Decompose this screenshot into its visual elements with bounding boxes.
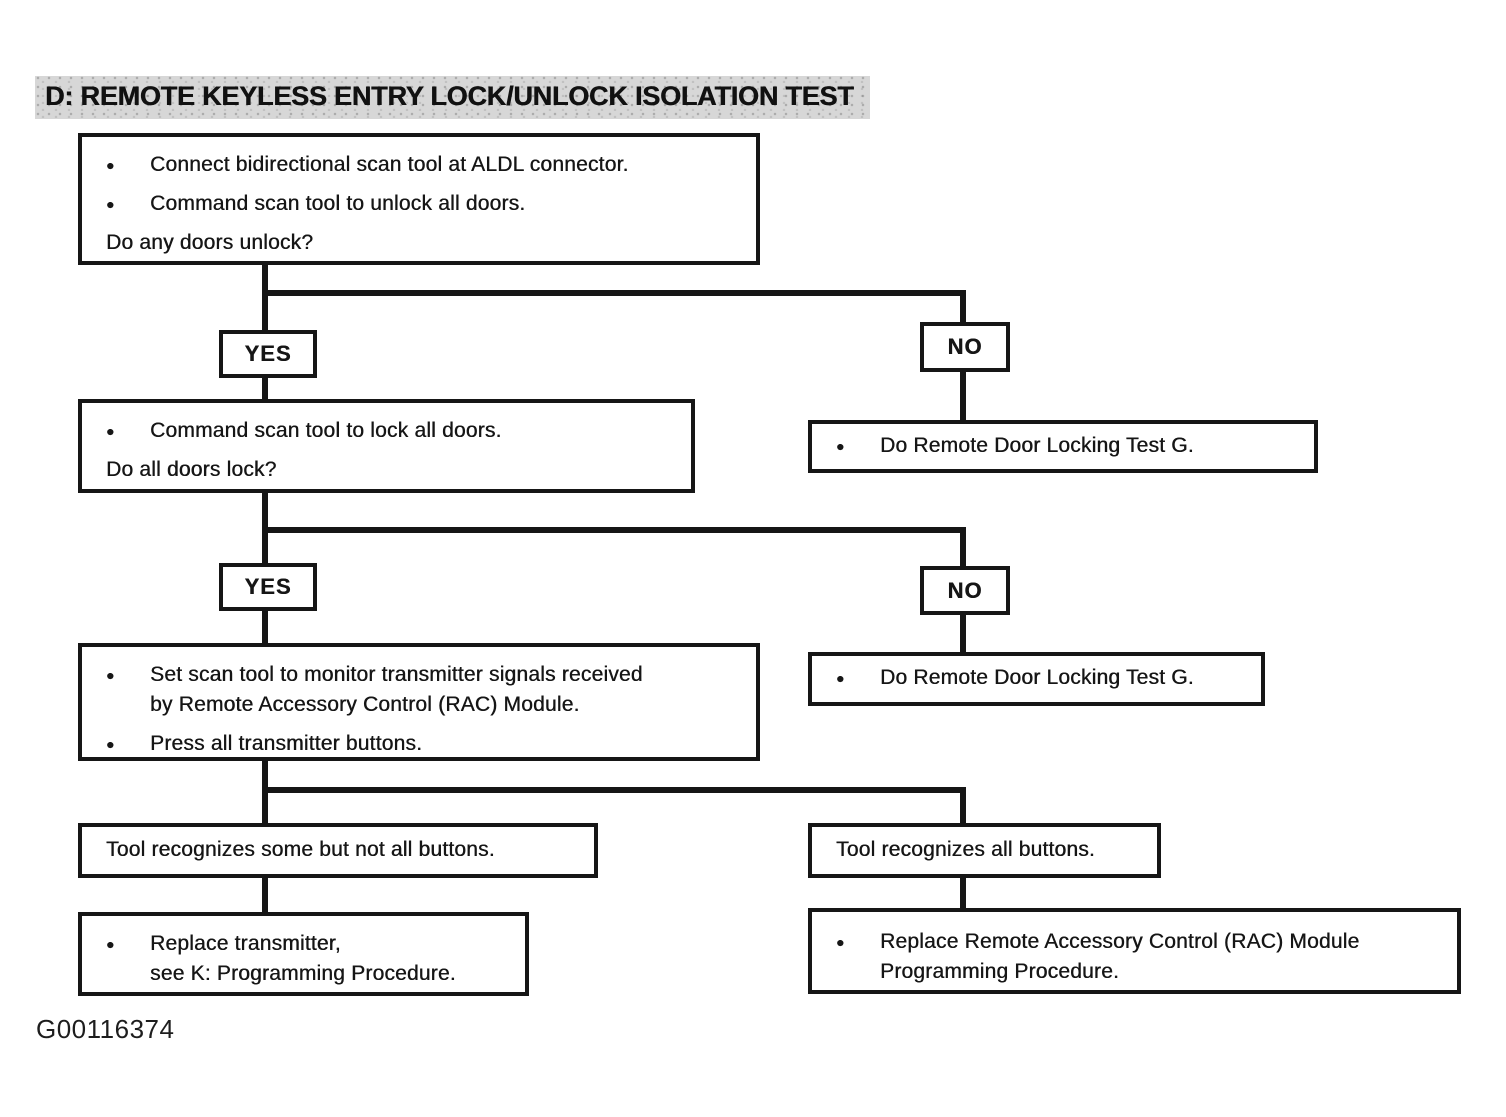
connector-no2-to-testg2 [960,613,966,654]
figure-code: G00116374 [36,1014,175,1044]
connector-yes1-to-lock [262,376,268,401]
node-test-g-unlock-text: Do Remote Door Locking Test G. [880,433,1194,457]
node-some-buttons-row: Tool recognizes some but not all buttons… [106,835,586,865]
bullet-icon: ● [836,934,845,950]
branch-no-2-label: NO [947,577,983,603]
branch-no-1: NO [920,322,1010,372]
node-lock-bullet-1: Command scan tool to lock all doors. [150,419,502,442]
branch-yes-2: YES [219,563,317,611]
node-replace-rac-row-2: Programming Procedure. [836,957,1449,987]
bullet-icon: ● [106,736,115,752]
connector-no1-to-testg1 [960,370,966,422]
bullet-icon: ● [106,157,115,173]
node-start-bullet-row-1: ● Connect bidirectional scan tool at ALD… [106,150,748,180]
node-lock-question-row: Do all doors lock? [106,455,683,485]
node-start-bullet-row-2: ● Command scan tool to unlock all doors. [106,189,748,219]
connector-split3-horizontal [262,787,966,793]
node-all-buttons-row: Tool recognizes all buttons. [836,835,1149,865]
node-monitor-bullet-row-1-cont: by Remote Accessory Control (RAC) Module… [106,690,748,720]
bullet-icon: ● [106,196,115,212]
node-monitor-bullet-row-1: ● Set scan tool to monitor transmitter s… [106,660,748,690]
node-start: ● Connect bidirectional scan tool at ALD… [78,133,760,265]
node-lock-question: Do all doors lock? [106,458,277,481]
connector-split2-to-no2 [960,527,966,568]
node-lock: ● Command scan tool to lock all doors. D… [78,399,695,493]
node-some-buttons-text: Tool recognizes some but not all buttons… [106,837,495,861]
node-replace-transmitter-row-2: see K: Programming Procedure. [106,959,517,989]
connector-yes2-to-monitor [262,609,268,645]
bullet-icon: ● [836,670,845,686]
node-test-g-lock-row: ● Do Remote Door Locking Test G. [836,663,1253,693]
node-monitor-bullet-row-2: ● Press all transmitter buttons. [106,729,748,759]
node-replace-rac: ● Replace Remote Accessory Control (RAC)… [808,908,1461,994]
node-all-buttons: Tool recognizes all buttons. [808,823,1161,878]
connector-some-to-replace-tx [262,876,268,914]
connector-split1-to-no1 [960,290,966,324]
node-start-question: Do any doors unlock? [106,231,314,254]
node-monitor: ● Set scan tool to monitor transmitter s… [78,643,760,761]
node-start-bullet-1: Connect bidirectional scan tool at ALDL … [150,153,629,176]
node-monitor-bullet-1-line-2: by Remote Accessory Control (RAC) Module… [150,693,580,716]
bullet-icon: ● [106,423,115,439]
node-start-question-row: Do any doors unlock? [106,228,748,258]
node-all-buttons-text: Tool recognizes all buttons. [836,837,1095,861]
node-replace-rac-row-1: ● Replace Remote Accessory Control (RAC)… [836,927,1449,957]
bullet-icon: ● [106,667,115,683]
node-start-bullet-2: Command scan tool to unlock all doors. [150,192,526,215]
branch-yes-1: YES [219,330,317,378]
branch-yes-2-label: YES [244,574,292,599]
bullet-icon: ● [836,437,845,454]
branch-yes-1-label: YES [244,341,292,366]
node-replace-transmitter-row-1: ● Replace transmitter, [106,929,517,959]
connector-split2-horizontal [262,527,966,533]
node-some-buttons: Tool recognizes some but not all buttons… [78,823,598,878]
node-test-g-unlock-row: ● Do Remote Door Locking Test G. [836,431,1306,461]
node-monitor-bullet-2: Press all transmitter buttons. [150,732,423,755]
bullet-icon: ● [106,936,115,952]
branch-no-2: NO [920,566,1010,615]
node-replace-rac-line-2: Programming Procedure. [880,960,1119,983]
connector-all-to-replace-rac [960,876,966,910]
node-replace-transmitter: ● Replace transmitter, see K: Programmin… [78,912,529,996]
node-replace-transmitter-line-1: Replace transmitter, [150,932,341,955]
node-test-g-lock: ● Do Remote Door Locking Test G. [808,652,1265,706]
connector-split3-to-all [960,787,966,825]
node-lock-bullet-row-1: ● Command scan tool to lock all doors. [106,416,683,446]
page-title: D: REMOTE KEYLESS ENTRY LOCK/UNLOCK ISOL… [35,76,870,119]
node-test-g-unlock: ● Do Remote Door Locking Test G. [808,420,1318,473]
node-monitor-bullet-1-line-1: Set scan tool to monitor transmitter sig… [150,663,643,686]
branch-no-1-label: NO [947,334,983,359]
connector-start-to-yes1 [262,263,268,330]
connector-split1-horizontal [262,290,966,296]
node-replace-rac-line-1: Replace Remote Accessory Control (RAC) M… [880,930,1360,953]
node-replace-transmitter-line-2: see K: Programming Procedure. [150,962,456,985]
node-test-g-lock-text: Do Remote Door Locking Test G. [880,666,1194,689]
